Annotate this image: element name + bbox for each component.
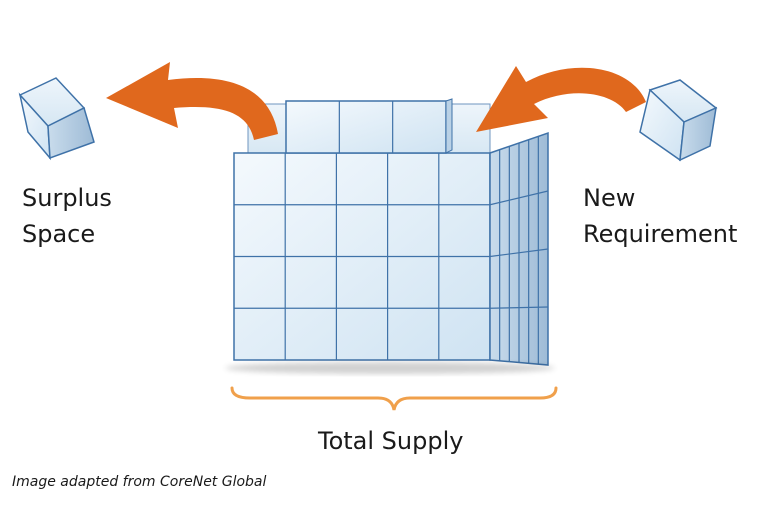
surplus-space-label: Surplus Space <box>22 180 112 252</box>
curved-arrow-left-icon <box>106 62 278 140</box>
new-label-line1: New <box>583 184 636 212</box>
stack-top-row <box>285 100 447 154</box>
total-supply-label: Total Supply <box>318 427 464 455</box>
stack-top-row-side <box>445 98 453 154</box>
new-requirement-label: New Requirement <box>583 180 737 252</box>
surplus-label-line2: Space <box>22 220 96 248</box>
new-label-line2: Requirement <box>583 220 738 248</box>
cube-icon <box>18 77 95 161</box>
curved-arrow-left-icon <box>476 66 646 132</box>
total-supply-brace <box>230 386 558 411</box>
surplus-label-line1: Surplus <box>22 184 112 212</box>
cube-icon <box>639 79 718 162</box>
total-supply-cube-stack <box>225 98 555 374</box>
stack-shadow <box>225 362 555 374</box>
image-caption: Image adapted from CoreNet Global <box>12 474 267 490</box>
